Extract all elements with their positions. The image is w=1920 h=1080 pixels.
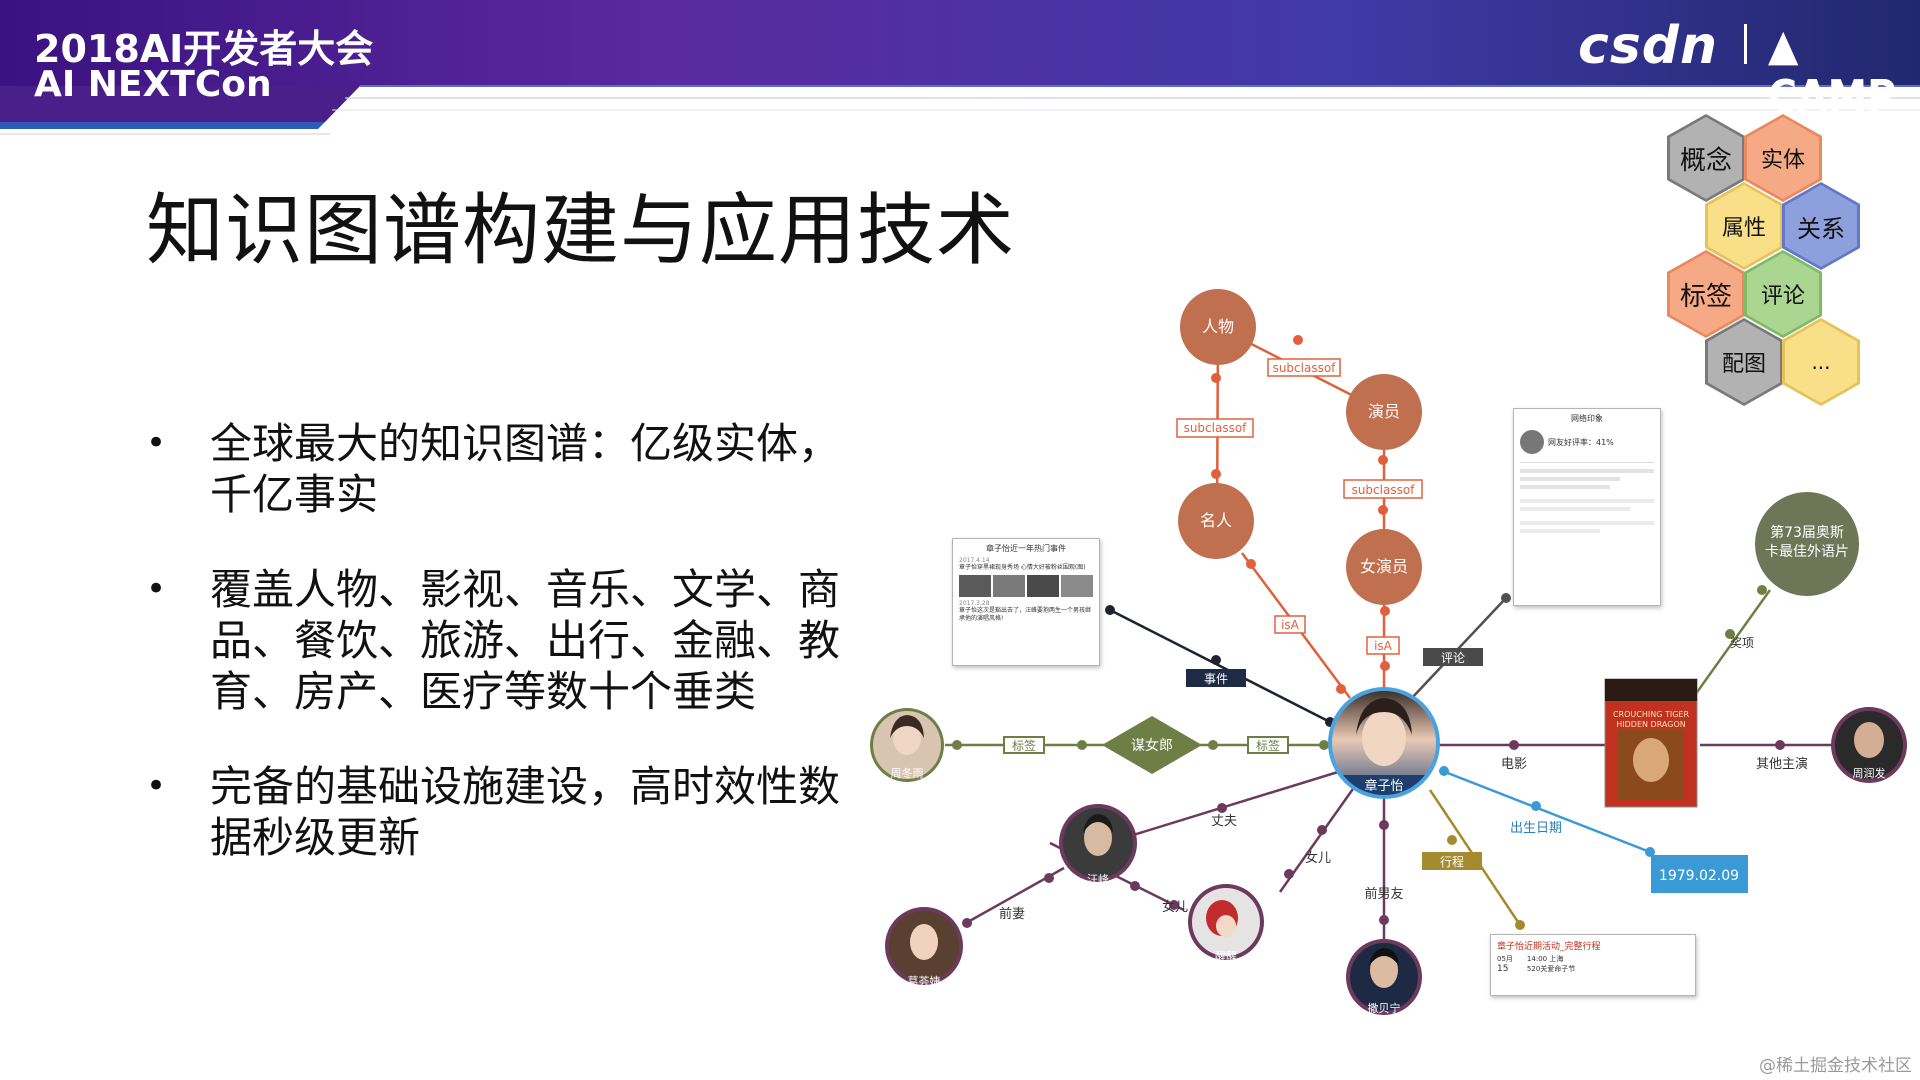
relation-tag-1: 标签 [1004, 737, 1044, 753]
tag-node-mounvlang: 谋女郎 [1102, 716, 1202, 774]
svg-text:subclassof: subclassof [1352, 483, 1416, 497]
svg-text:isA: isA [1281, 618, 1300, 632]
relation-isa-2: isA [1367, 637, 1399, 654]
edge-label-birth-date: 出生日期 [1510, 821, 1562, 836]
avatar-zhou-dongyu: 周冬雨 [870, 708, 944, 782]
svg-text:事件: 事件 [1204, 672, 1228, 686]
relation-subclassof-1: subclassof [1268, 359, 1340, 376]
edge-label-daughter-1: 女儿 [1305, 850, 1331, 866]
svg-text:汪峰: 汪峰 [1087, 873, 1109, 886]
svg-text:1979.02.09: 1979.02.09 [1659, 868, 1739, 884]
relation-comment: 评论 [1423, 648, 1483, 666]
svg-text:葛荟婕: 葛荟婕 [908, 974, 941, 988]
edge-label-other-lead: 其他主演 [1756, 756, 1808, 772]
svg-text:名人: 名人 [1200, 511, 1232, 530]
concept-node-celebrity: 名人 [1178, 483, 1254, 559]
movie-poster: CROUCHING TIGER HIDDEN DRAGON [1605, 679, 1697, 807]
relation-subclassof-3: subclassof [1344, 480, 1422, 498]
svg-text:标签: 标签 [1012, 738, 1036, 753]
svg-text:isA: isA [1374, 639, 1393, 653]
edge-label-award: 奖项 [1730, 636, 1754, 650]
svg-text:subclassof: subclassof [1273, 361, 1337, 375]
svg-text:人物: 人物 [1202, 317, 1234, 336]
edge-label-daughter-2: 女儿 [1162, 899, 1188, 915]
edge-label-ex-wife: 前妻 [999, 906, 1025, 922]
concept-node-actress: 女演员 [1346, 529, 1422, 605]
avatar-wang-feng: 汪峰 [1059, 804, 1137, 886]
svg-text:标签: 标签 [1256, 738, 1280, 753]
avatar-huo-shaoning: 撒贝宁 [1346, 939, 1422, 1015]
edge-label-ex-boyfriend: 前男友 [1364, 886, 1403, 902]
award-node: 第73届奥斯 卡最佳外语片 [1755, 492, 1859, 596]
avatar-ge-huijie: 葛荟婕 [885, 907, 963, 988]
avatar-zhou-runfa: 周润发 [1831, 707, 1907, 783]
relation-subclassof-2: subclassof [1177, 419, 1253, 437]
svg-text:卡最佳外语片: 卡最佳外语片 [1765, 544, 1849, 560]
avatar-xingxing: 醒醒 [1188, 884, 1264, 963]
svg-text:周冬雨: 周冬雨 [891, 766, 924, 780]
svg-text:女演员: 女演员 [1360, 557, 1408, 576]
svg-text:行程: 行程 [1440, 854, 1464, 869]
watermark: @稀土掘金技术社区 [1759, 1051, 1912, 1076]
relation-isa-1: isA [1275, 616, 1305, 633]
svg-text:撒贝宁: 撒贝宁 [1368, 1001, 1401, 1015]
relation-tag-2: 标签 [1248, 737, 1288, 753]
events-card: 章子怡近一年热门事件 2017.4.14 章子怡穿黑裙现身秀场 心情大好被粉丝围… [952, 538, 1100, 666]
relation-itinerary: 行程 [1422, 852, 1482, 870]
edge-label-movie: 电影 [1501, 757, 1527, 772]
concept-node-person: 人物 [1180, 289, 1256, 365]
svg-text:HIDDEN DRAGON: HIDDEN DRAGON [1616, 720, 1686, 729]
birth-date-value: 1979.02.09 [1651, 855, 1748, 893]
edge-label-husband: 丈夫 [1211, 814, 1237, 829]
center-entity-node: 章子怡 [1328, 687, 1440, 800]
svg-text:subclassof: subclassof [1184, 421, 1248, 435]
svg-text:第73届奥斯: 第73届奥斯 [1770, 524, 1844, 541]
svg-text:章子怡: 章子怡 [1364, 778, 1403, 794]
svg-text:演员: 演员 [1368, 402, 1400, 421]
concept-node-actor: 演员 [1346, 374, 1422, 450]
svg-text:醒醒: 醒醒 [1215, 950, 1237, 963]
comments-card: 网络印象 网友好评率：41% [1513, 408, 1661, 606]
svg-text:周润发: 周润发 [1853, 766, 1886, 780]
svg-text:谋女郎: 谋女郎 [1131, 737, 1173, 754]
relation-event: 事件 [1186, 669, 1246, 687]
svg-text:评论: 评论 [1441, 651, 1465, 665]
svg-text:CROUCHING TIGER: CROUCHING TIGER [1613, 710, 1689, 719]
